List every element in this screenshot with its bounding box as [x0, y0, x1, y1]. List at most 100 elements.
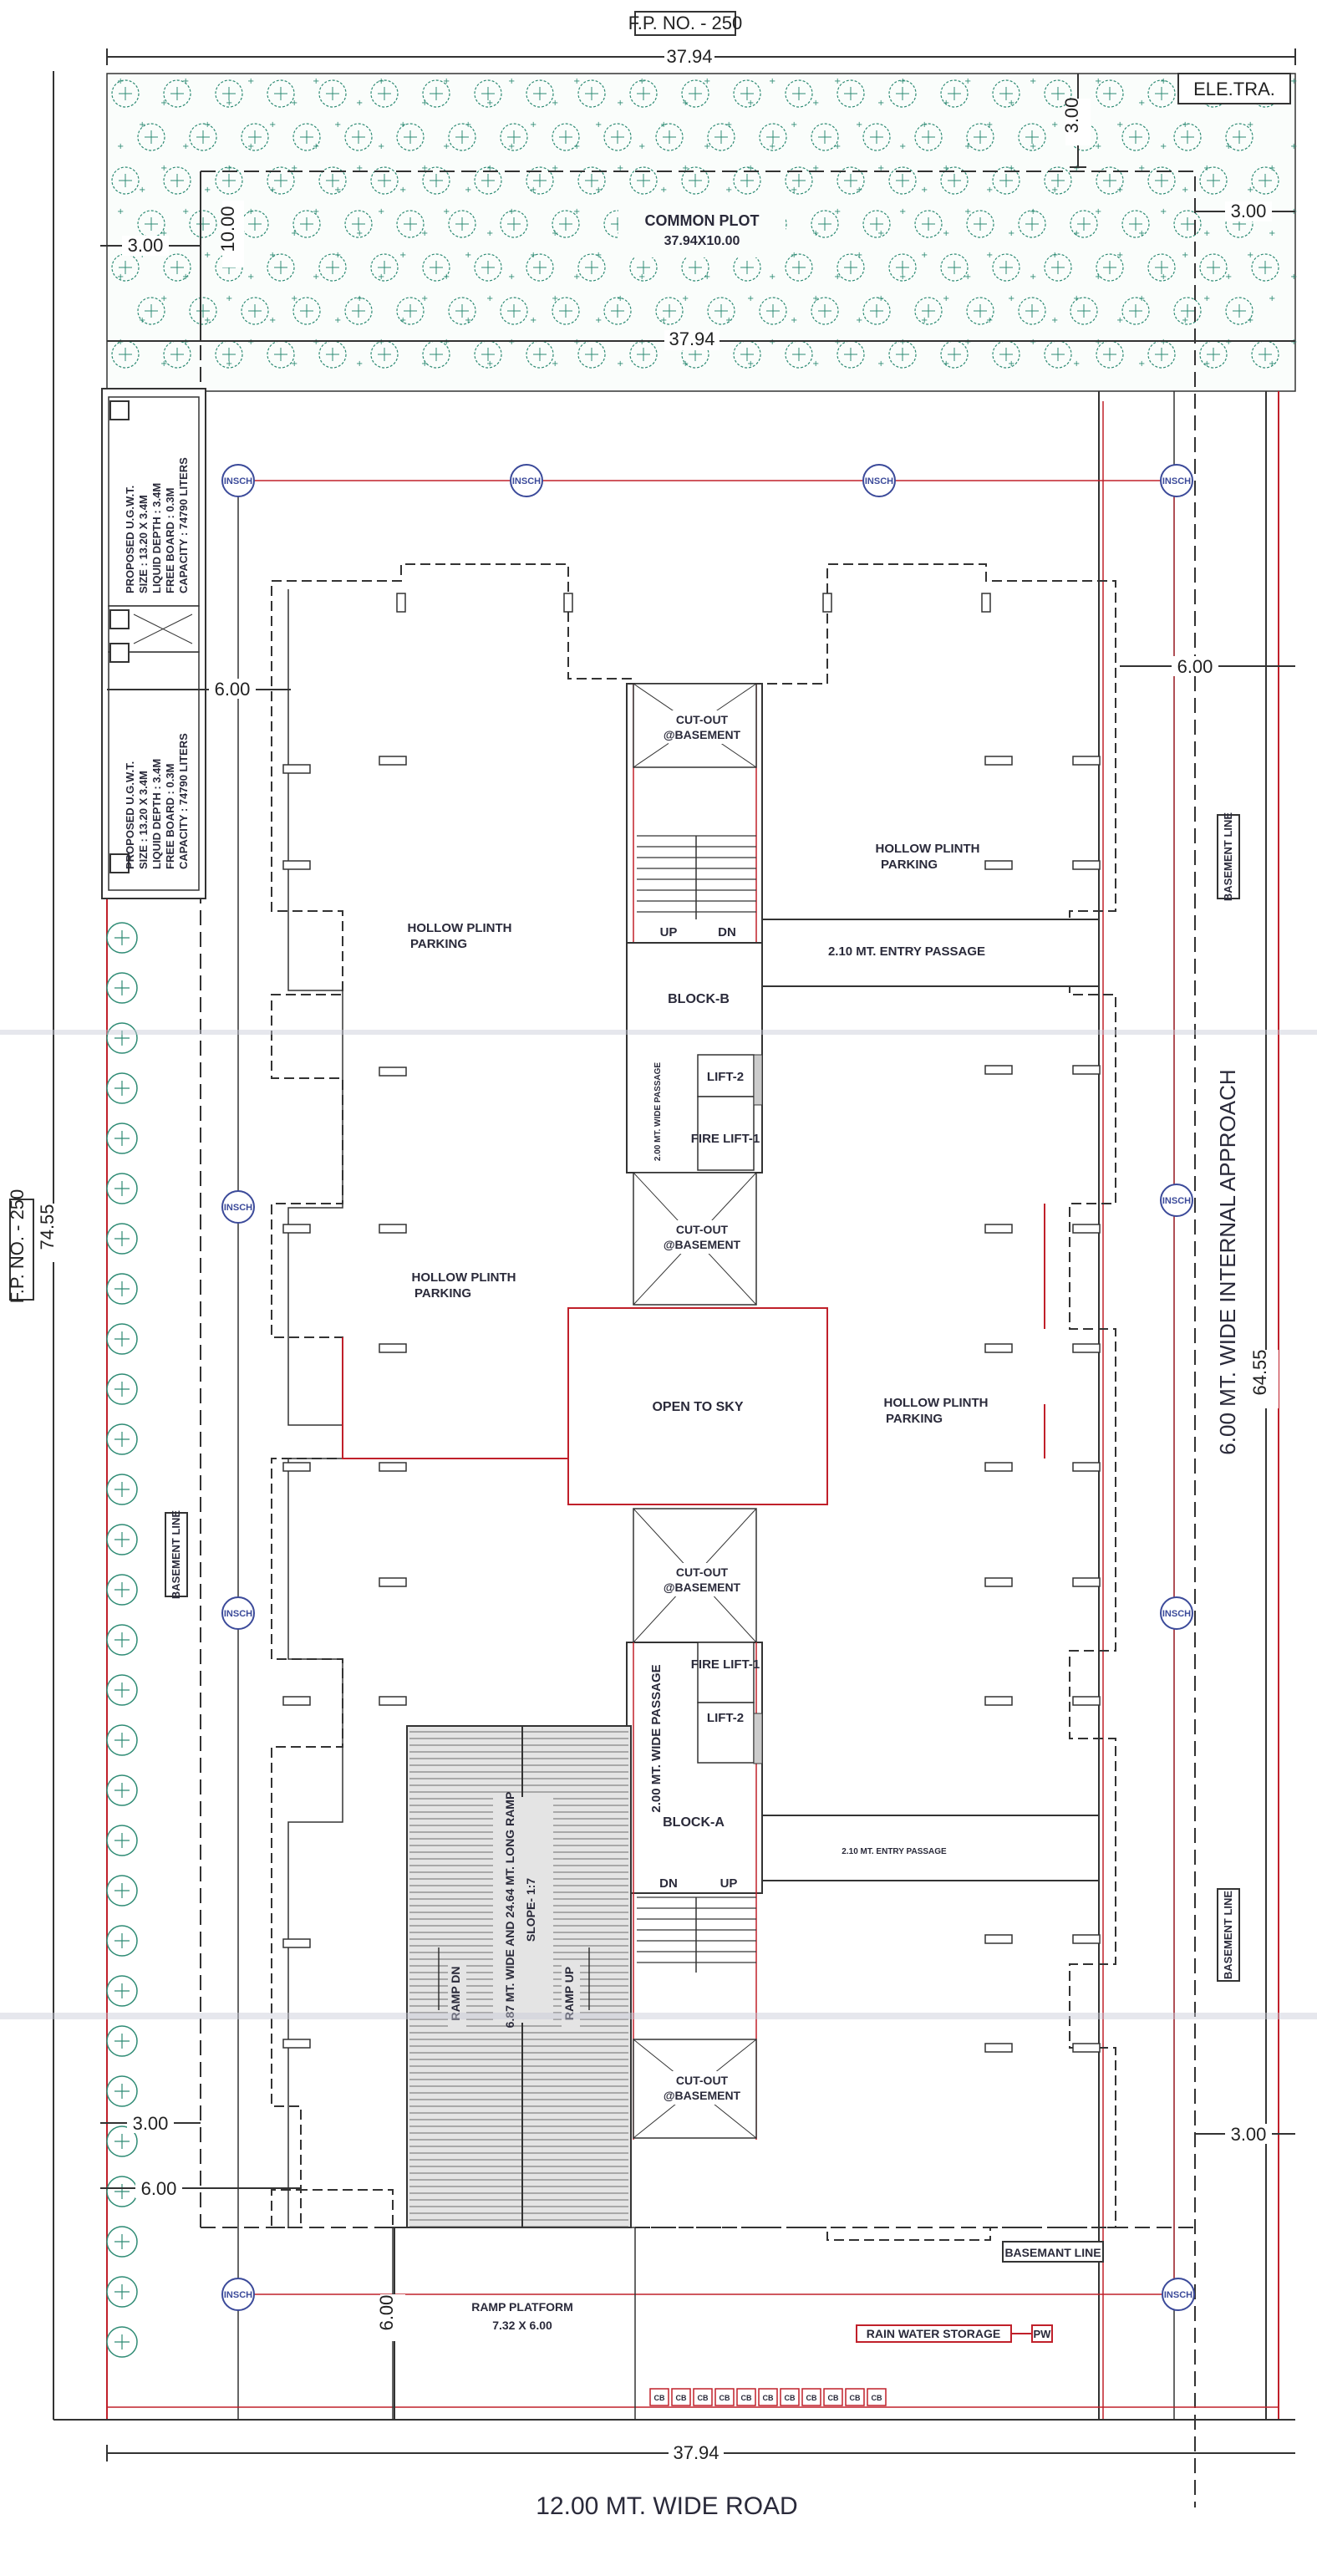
tree-symbol — [448, 123, 476, 151]
tree-symbol — [344, 297, 373, 325]
plus-mark: + — [182, 77, 189, 86]
tree-symbol — [396, 123, 425, 151]
parking-label-1: HOLLOW PLINTH PARKING — [408, 921, 512, 951]
tree-symbol — [785, 340, 813, 369]
plus-mark: + — [1095, 272, 1101, 282]
plus-mark: + — [725, 120, 732, 130]
tree-symbol — [106, 1825, 138, 1856]
tree-symbol — [106, 922, 138, 954]
tree-pattern: ++++++++++++++++++++++++++++++++++++++++… — [111, 77, 1297, 369]
plus-mark: + — [552, 99, 558, 108]
plus-mark: + — [812, 99, 819, 108]
tree-symbol — [552, 297, 580, 325]
cutout-2-label2: @BASEMENT — [664, 1238, 741, 1251]
tree-symbol — [106, 1724, 138, 1756]
plus-mark: + — [812, 229, 819, 238]
tree-symbol — [106, 1474, 138, 1505]
tree-symbol — [106, 1373, 138, 1405]
plus-mark: + — [313, 272, 319, 282]
inspection-chamber: INSCH — [862, 464, 896, 497]
plus-mark: + — [486, 99, 493, 108]
plus-mark: + — [1160, 207, 1167, 216]
column — [1072, 1462, 1101, 1472]
common-plot-size: 37.94X10.00 — [664, 234, 740, 248]
tree-symbol — [106, 1574, 138, 1606]
plus-mark: + — [182, 338, 189, 347]
svg-text:CB: CB — [828, 2394, 839, 2402]
plus-mark: + — [508, 338, 515, 347]
basement-line-right-bottom: BASEMENT LINE — [1217, 1888, 1240, 1982]
svg-text:SIZE : 13.20 X 3.4M: SIZE : 13.20 X 3.4M — [137, 771, 150, 869]
column — [379, 1343, 407, 1353]
plus-mark: + — [291, 229, 297, 238]
stair-a-dn: DN — [659, 1876, 678, 1891]
tree-symbol — [811, 123, 839, 151]
plus-mark: + — [1290, 338, 1297, 347]
tree-symbol — [318, 253, 347, 282]
plus-mark: + — [443, 207, 450, 216]
dim-width-common: 37.94 — [669, 328, 714, 349]
plus-mark: + — [1138, 359, 1145, 369]
svg-text:INSCH: INSCH — [1164, 2290, 1192, 2300]
tree-symbol — [1199, 340, 1228, 369]
tree-symbol — [759, 123, 787, 151]
plus-mark: + — [1182, 251, 1188, 260]
column — [1072, 1343, 1101, 1353]
entry-passage-b — [761, 919, 1100, 987]
plus-mark: + — [117, 77, 124, 86]
svg-text:LIQUID DEPTH : 3.4M: LIQUID DEPTH : 3.4M — [150, 759, 163, 869]
fp-side-label: F.P. NO. - 250 — [7, 1189, 28, 1304]
ramp-platform-label: RAMP PLATFORM — [471, 2300, 573, 2314]
plus-mark: + — [856, 186, 862, 195]
plus-mark: + — [356, 294, 363, 303]
plus-mark: + — [313, 207, 319, 216]
tree-symbol — [577, 166, 606, 195]
tree-symbol — [106, 1674, 138, 1706]
columns — [282, 593, 1101, 2053]
plus-mark: + — [160, 359, 167, 369]
ramp-slope: SLOPE- 1:7 — [524, 1878, 537, 1942]
tree-symbol — [422, 166, 450, 195]
plus-mark: + — [356, 359, 363, 369]
column — [379, 1067, 407, 1077]
approach-label: 6.00 MT. WIDE INTERNAL APPROACH — [1215, 1069, 1240, 1454]
plus-mark: + — [899, 142, 906, 151]
passage-a-label: 2.00 MT. WIDE PASSAGE — [649, 1664, 664, 1812]
tree-symbol — [681, 79, 709, 108]
tree-symbol — [914, 297, 943, 325]
plus-mark: + — [1095, 338, 1101, 347]
plus-mark: + — [964, 77, 971, 86]
inspection-chamber: INSCH — [1162, 2278, 1195, 2311]
svg-text:INSCH: INSCH — [224, 2290, 252, 2300]
tree-symbol — [500, 297, 528, 325]
svg-text:BASEMANT LINE: BASEMANT LINE — [1004, 2246, 1101, 2259]
svg-text:BASEMENT LINE: BASEMENT LINE — [1222, 812, 1234, 902]
tree-symbol — [992, 340, 1020, 369]
plus-mark: + — [747, 164, 754, 173]
tree-symbol — [681, 166, 709, 195]
plus-mark: + — [660, 120, 667, 130]
plus-mark: + — [812, 359, 819, 369]
parking-label-4: HOLLOW PLINTH PARKING — [884, 1396, 989, 1426]
tree-symbol — [655, 297, 684, 325]
cutout-3-label1: CUT-OUT — [676, 1565, 729, 1579]
tree-symbol — [1044, 166, 1072, 195]
road-label: 12.00 MT. WIDE ROAD — [536, 2492, 797, 2520]
plus-mark: + — [1269, 294, 1275, 303]
plus-mark: + — [943, 359, 949, 369]
plus-mark: + — [421, 229, 428, 238]
plus-mark: + — [1116, 186, 1123, 195]
dim-depth-left: 74.55 — [37, 1204, 58, 1250]
tree-symbol — [344, 123, 373, 151]
plus-mark: + — [486, 294, 493, 303]
tree-symbol — [106, 1925, 138, 1957]
stair-a-up: UP — [720, 1876, 738, 1891]
tree-symbol — [1044, 253, 1072, 282]
tree-symbol — [106, 1875, 138, 1907]
plus-mark: + — [552, 164, 558, 173]
tree-symbol — [1251, 340, 1279, 369]
tree-symbol — [862, 210, 891, 238]
fire-lift-a — [697, 1642, 755, 1703]
tree-symbol — [552, 210, 580, 238]
plus-mark: + — [465, 251, 471, 260]
